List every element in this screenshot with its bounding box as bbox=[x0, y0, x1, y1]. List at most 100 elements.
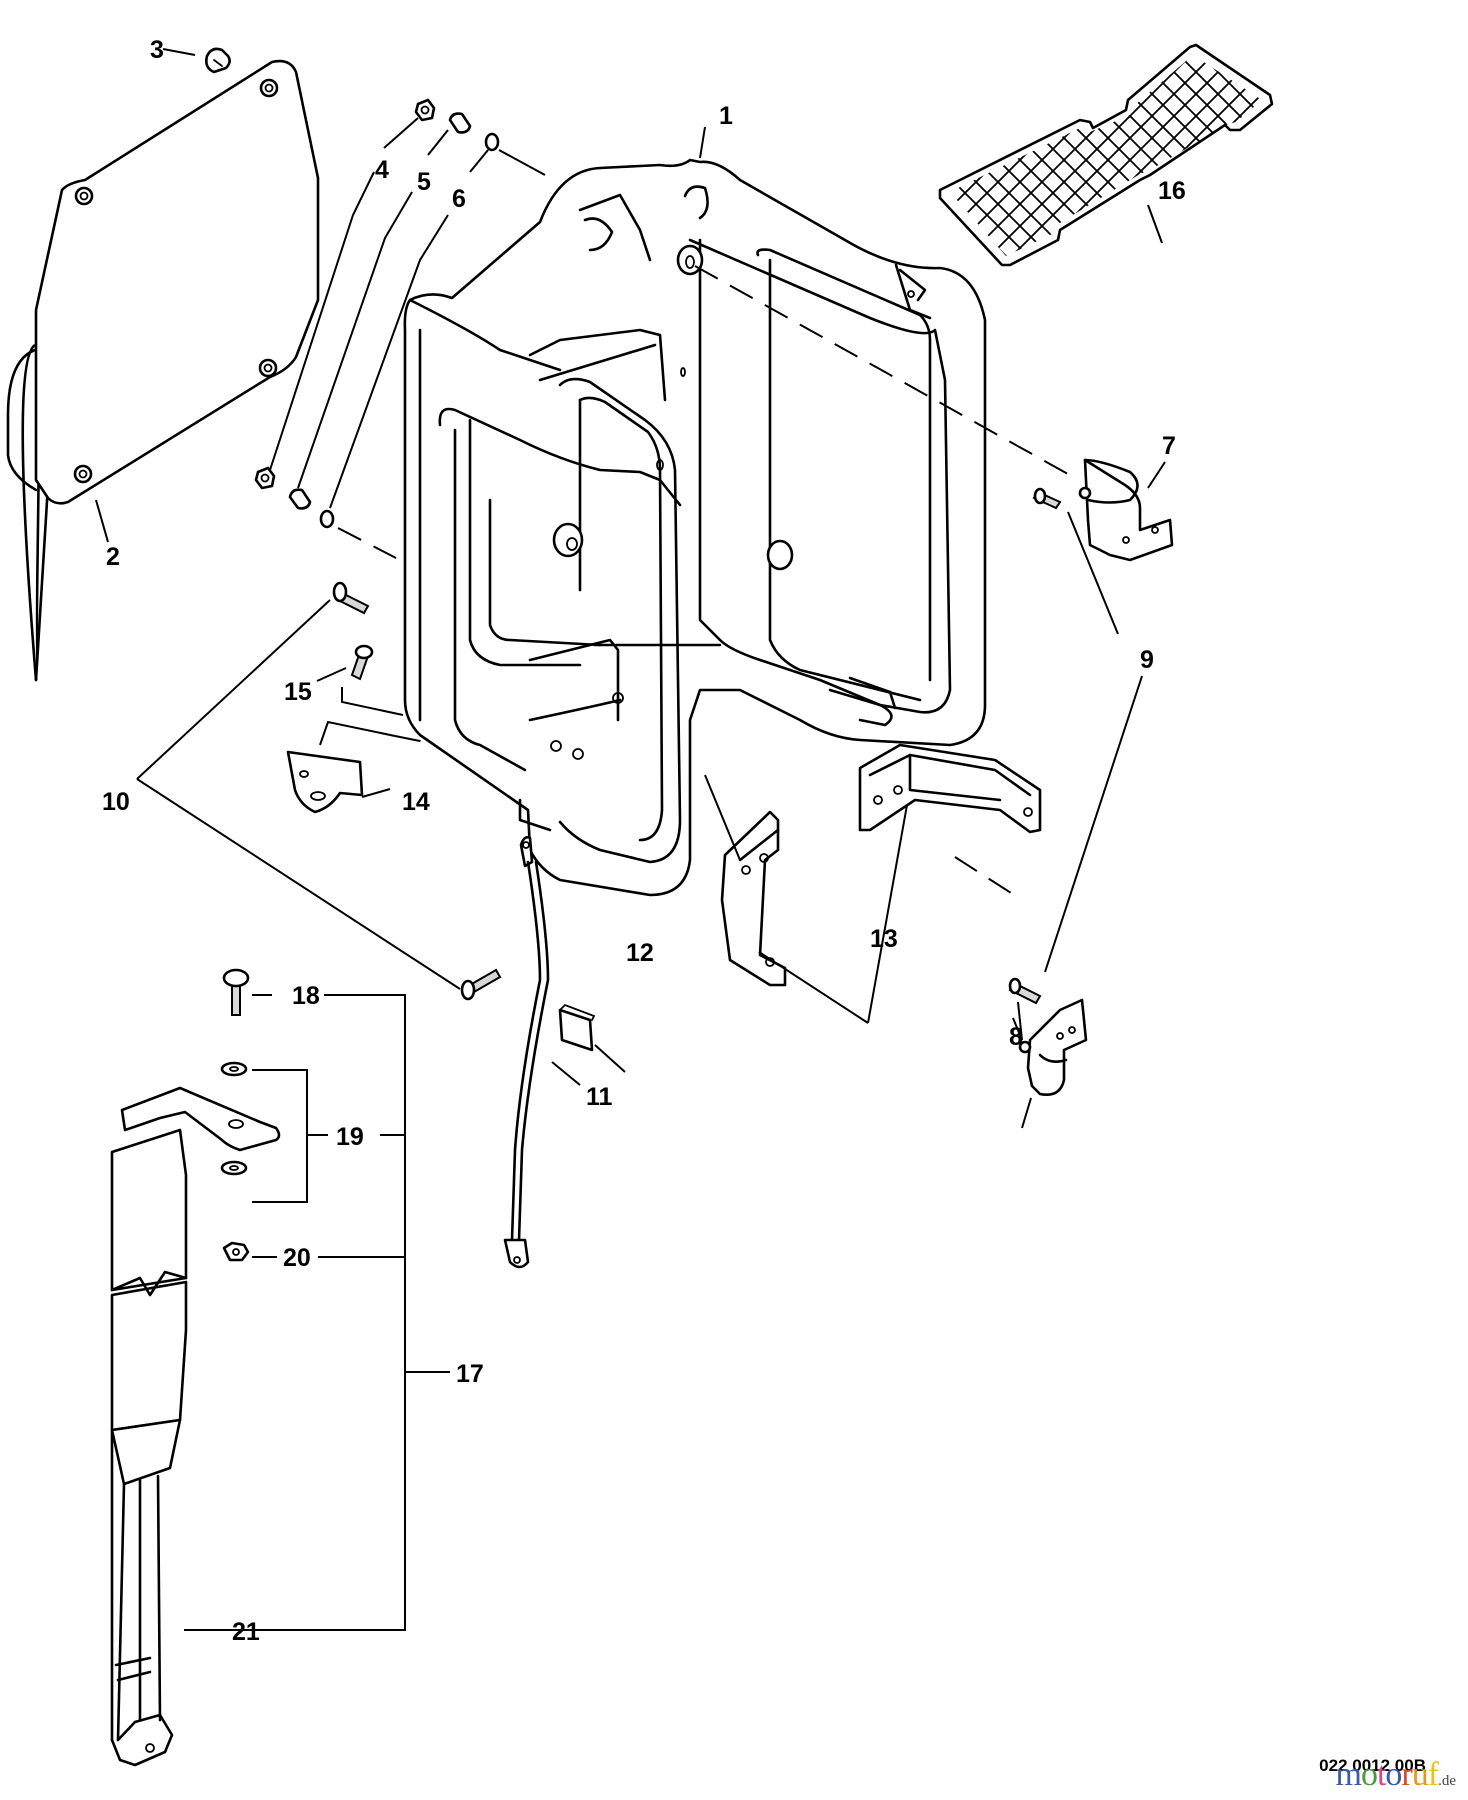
callout-5[interactable]: 5 bbox=[417, 168, 431, 196]
grate-bar bbox=[950, 55, 965, 256]
grate-bar bbox=[548, 40, 788, 280]
callout-8[interactable]: 8 bbox=[1009, 1023, 1023, 1051]
nut-upper bbox=[414, 98, 436, 122]
callout-7[interactable]: 7 bbox=[1162, 432, 1176, 460]
grate-bar bbox=[1340, 40, 1468, 280]
logo-letter: o bbox=[1360, 1756, 1378, 1793]
grate-bar bbox=[950, 55, 987, 256]
grate-bar bbox=[680, 40, 920, 280]
callout-20[interactable]: 20 bbox=[283, 1244, 311, 1272]
grate-bar bbox=[950, 55, 1009, 256]
grate-bar bbox=[592, 40, 832, 280]
grate-bar bbox=[1274, 40, 1468, 280]
callout-15[interactable]: 15 bbox=[284, 678, 312, 706]
grate-bar bbox=[965, 55, 1207, 256]
grate-bar bbox=[1450, 40, 1468, 280]
grate-bar bbox=[614, 40, 854, 280]
grate-bar bbox=[1450, 40, 1468, 280]
grate-bar bbox=[1296, 40, 1468, 280]
callout-2[interactable]: 2 bbox=[106, 543, 120, 571]
grate-bar bbox=[1406, 40, 1468, 280]
grate-bar bbox=[1163, 55, 1262, 256]
grate-bar bbox=[548, 40, 788, 280]
callout-17[interactable]: 17 bbox=[456, 1360, 484, 1388]
logo-tld: .de bbox=[1438, 1773, 1456, 1789]
callout-18[interactable]: 18 bbox=[292, 982, 320, 1010]
callout-6[interactable]: 6 bbox=[452, 185, 466, 213]
logo-letter: f bbox=[1427, 1756, 1439, 1793]
screws-9 bbox=[1008, 487, 1062, 1005]
collar-upper bbox=[448, 112, 472, 134]
handle-bracket bbox=[858, 743, 1042, 834]
grate-bar bbox=[1362, 40, 1468, 280]
ground-wire bbox=[503, 836, 550, 1269]
grate-bar bbox=[950, 55, 1053, 256]
grate-bar bbox=[950, 55, 987, 256]
reference-code: 022 0012 00B bbox=[1319, 1756, 1426, 1775]
grate-bar bbox=[1384, 40, 1468, 280]
logo-letter: t bbox=[1376, 1756, 1387, 1793]
callout-16[interactable]: 16 bbox=[1158, 177, 1186, 205]
callout-9[interactable]: 9 bbox=[1140, 646, 1154, 674]
callout-3[interactable]: 3 bbox=[150, 36, 164, 64]
grate-bar bbox=[950, 55, 965, 256]
grate-bar bbox=[1362, 40, 1468, 280]
motoruf-logo[interactable]: motoruf.de bbox=[1336, 1758, 1456, 1798]
logo-letter: u bbox=[1411, 1756, 1429, 1793]
grate-bar bbox=[1318, 40, 1468, 280]
upper-fasteners bbox=[254, 98, 500, 529]
grate-bar bbox=[1406, 40, 1468, 280]
grate-bar bbox=[636, 40, 876, 280]
grate-bar bbox=[702, 40, 942, 280]
logo-letter: o bbox=[1385, 1756, 1402, 1793]
grate-bar bbox=[592, 40, 832, 280]
grate-grid bbox=[460, 40, 1468, 280]
callout-14[interactable]: 14 bbox=[402, 788, 430, 816]
grate-bar bbox=[950, 55, 1009, 256]
callout-19[interactable]: 19 bbox=[336, 1123, 364, 1151]
grate-bar bbox=[1251, 55, 1262, 256]
grate bbox=[460, 40, 1468, 280]
callout-4[interactable]: 4 bbox=[375, 156, 389, 184]
grate-bar bbox=[1274, 40, 1468, 280]
cover-plate bbox=[6, 59, 320, 682]
grate-bar bbox=[460, 40, 700, 280]
callout-labels: 3 2 1 4 5 6 7 8 9 10 11 12 13 14 15 16 1… bbox=[102, 36, 1186, 1646]
logo-letter: r bbox=[1401, 1756, 1412, 1793]
callout-21[interactable]: 21 bbox=[232, 1618, 260, 1646]
grate-bar bbox=[1428, 40, 1468, 280]
grate-bar bbox=[987, 55, 1229, 256]
grate-bar bbox=[1229, 55, 1262, 256]
grate-bar bbox=[1185, 55, 1262, 256]
pad bbox=[558, 1003, 596, 1052]
callout-11[interactable]: 11 bbox=[586, 1083, 613, 1111]
collar-lower bbox=[288, 488, 312, 510]
grate-bar bbox=[1296, 40, 1468, 280]
callout-13[interactable]: 13 bbox=[870, 925, 898, 953]
nut-lower bbox=[254, 466, 276, 490]
grate-bar bbox=[1384, 40, 1468, 280]
grommet bbox=[205, 47, 231, 74]
callout-10[interactable]: 10 bbox=[102, 788, 130, 816]
screws-10-15 bbox=[332, 581, 502, 1001]
bracket-14 bbox=[286, 750, 364, 814]
callout-12[interactable]: 12 bbox=[626, 939, 654, 967]
logo-letter: m bbox=[1335, 1756, 1362, 1793]
grate-bar bbox=[1141, 55, 1262, 256]
grate-bar bbox=[504, 40, 744, 280]
grate-bar bbox=[1340, 40, 1468, 280]
mount-lower bbox=[1018, 998, 1088, 1096]
grate-bar bbox=[1251, 55, 1262, 256]
washer-lower bbox=[319, 509, 335, 529]
grate-bar bbox=[504, 40, 744, 280]
grate-bar bbox=[680, 40, 920, 280]
grate-bar bbox=[1229, 55, 1262, 256]
grate-bar bbox=[460, 40, 700, 280]
grate-bar bbox=[1428, 40, 1468, 280]
leader-lines bbox=[95, 48, 1166, 1631]
grate-bar bbox=[636, 40, 876, 280]
washer-upper bbox=[484, 132, 500, 152]
harness-assembly bbox=[110, 968, 281, 1767]
callout-1[interactable]: 1 bbox=[719, 102, 733, 130]
